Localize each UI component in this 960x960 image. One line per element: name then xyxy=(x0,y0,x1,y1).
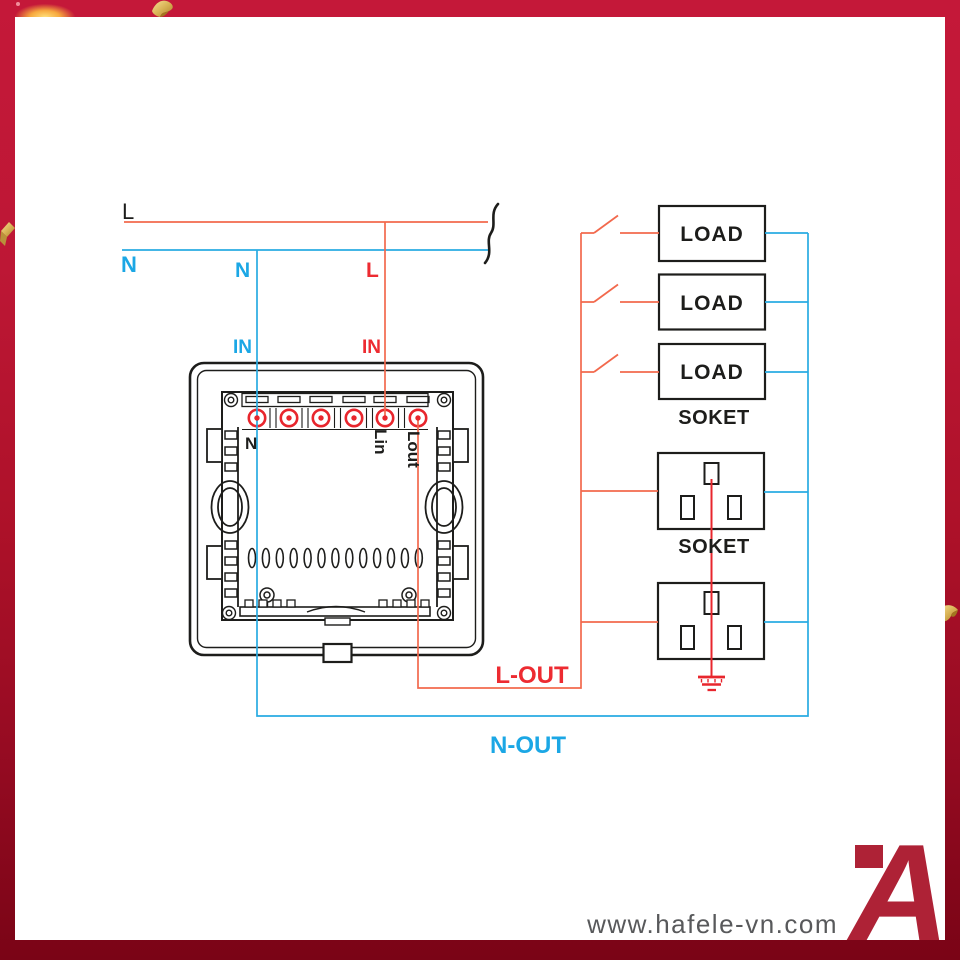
live-out-label: L-OUT xyxy=(495,662,569,689)
brand-logo: A xyxy=(846,816,945,940)
load-box xyxy=(657,273,767,331)
switch-symbol xyxy=(581,353,659,373)
socket-slot xyxy=(727,495,742,520)
confetti-ribbon-left xyxy=(0,222,15,246)
switch-symbols xyxy=(581,214,659,373)
wiring-diagram: L N N L IN IN N Lin Lout LOAD LOAD LOAD … xyxy=(121,199,945,940)
supply-neutral-label: N xyxy=(121,252,137,277)
load-label: LOAD xyxy=(680,361,744,384)
switch-symbol xyxy=(581,283,659,303)
diagram-canvas: L N N L IN IN N Lin Lout LOAD LOAD LOAD … xyxy=(15,17,945,940)
switch-symbol xyxy=(581,214,659,234)
drop-live-label: L xyxy=(366,259,379,282)
socket-slot xyxy=(680,625,695,650)
watermark-url: www.hafele-vn.com xyxy=(586,909,838,939)
labels: L N N L IN IN N Lin Lout LOAD LOAD LOAD … xyxy=(121,199,749,759)
line-break-squiggle xyxy=(483,202,500,265)
side-brackets xyxy=(206,427,469,607)
terminal-lin-label: Lin xyxy=(371,429,390,455)
confetti-ribbon-top xyxy=(152,0,173,18)
confetti-glow xyxy=(6,0,84,18)
neutral-wire-run xyxy=(256,233,809,717)
live-out-wire-run xyxy=(417,233,582,689)
drop-neutral-label: N xyxy=(235,259,250,282)
logo-square xyxy=(855,845,883,868)
mounting-keyholes xyxy=(210,480,464,534)
load-label: LOAD xyxy=(680,223,744,246)
terminal-dots xyxy=(254,415,421,421)
terminal-dividers xyxy=(242,408,428,431)
neutral-out-label: N-OUT xyxy=(490,732,566,759)
plate-corner-screws xyxy=(221,392,452,621)
soket-label: SOKET xyxy=(678,536,749,558)
soket-label: SOKET xyxy=(678,407,749,429)
live-in-label: IN xyxy=(362,337,381,358)
confetti-dot xyxy=(16,2,20,6)
neutral-connectors xyxy=(764,232,808,623)
unit-bottom-clip xyxy=(322,642,353,664)
terminal-lout-label: Lout xyxy=(404,431,423,468)
plate-bottom-hardware xyxy=(239,587,431,626)
neutral-in-label: IN xyxy=(233,337,252,358)
load-label: LOAD xyxy=(680,292,744,315)
socket-slot xyxy=(727,625,742,650)
socket-slot xyxy=(680,495,695,520)
vent-slots xyxy=(247,547,424,569)
terminal-n-label: N xyxy=(245,434,257,453)
live-feeds xyxy=(581,490,658,623)
supply-live-label: L xyxy=(122,199,134,224)
wires xyxy=(122,202,809,717)
switch-unit xyxy=(188,361,485,664)
ground-symbol xyxy=(698,675,725,692)
logo-letter: A xyxy=(846,816,945,940)
